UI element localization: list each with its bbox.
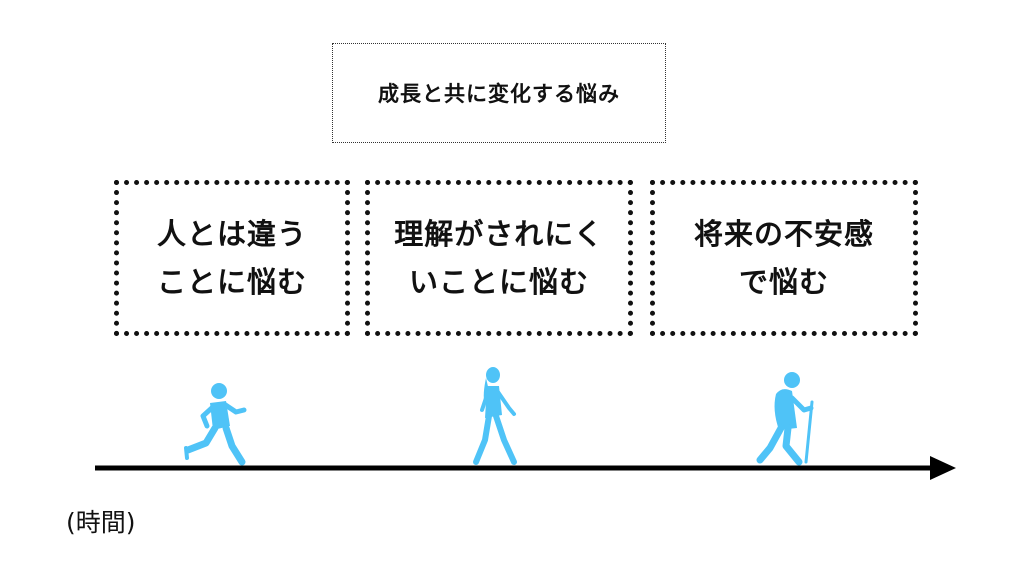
diagram-title: 成長と共に変化する悩み xyxy=(378,82,620,106)
stage-text-line2: いことに悩む xyxy=(408,265,589,299)
title-box: 成長と共に変化する悩み xyxy=(332,43,666,143)
time-axis-arrowhead xyxy=(930,456,956,480)
time-axis-label: (時間) xyxy=(66,508,136,537)
stage-text-line1: 人とは違う xyxy=(156,217,307,251)
stage-text-line2: で悩む xyxy=(738,265,829,299)
stage-text-line1: 将来の不安感 xyxy=(693,217,874,251)
stage-text-line1: 理解がされにく xyxy=(394,217,604,251)
stage-box-adulthood: 理解がされにく いことに悩む xyxy=(365,180,633,336)
walking-woman-icon xyxy=(473,367,517,465)
stage-box-old-age: 将来の不安感 で悩む xyxy=(650,180,918,336)
running-child-icon xyxy=(184,383,247,466)
stage-text-line2: ことに悩む xyxy=(156,265,307,299)
stage-box-childhood: 人とは違う ことに悩む xyxy=(114,180,350,336)
elderly-with-cane-icon xyxy=(756,372,814,466)
